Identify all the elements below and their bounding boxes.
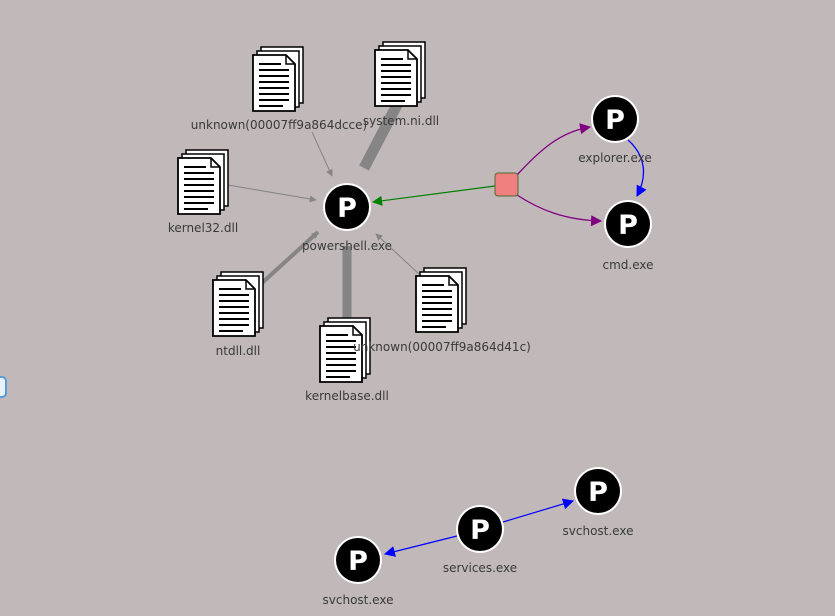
- process-node-svchost-left[interactable]: P svchost.exe: [323, 536, 394, 607]
- svg-text:P: P: [605, 105, 625, 136]
- module-label: unknown(00007ff9a864dcce): [191, 118, 367, 132]
- module-node-ntdll[interactable]: ntdll.dll: [212, 271, 264, 358]
- edge-event-to-cmd: [516, 194, 603, 227]
- process-node-powershell[interactable]: P powershell.exe: [302, 183, 392, 253]
- module-label: kernel32.dll: [168, 221, 238, 235]
- module-node-unknown-d41c[interactable]: unknown(00007ff9a864d41c): [353, 267, 531, 354]
- svg-text:P: P: [470, 515, 490, 546]
- event-square-icon: [494, 172, 519, 197]
- edge-explorer-to-cmd: [627, 139, 647, 197]
- edge-services-to-svchost-right: [502, 498, 575, 523]
- module-node-system-ni[interactable]: system.ni.dll: [363, 41, 439, 128]
- svg-text:P: P: [588, 477, 608, 508]
- module-node-kernel32[interactable]: kernel32.dll: [168, 149, 238, 235]
- edge-unknown-dcce-to-powershell: [311, 131, 333, 177]
- module-label: unknown(00007ff9a864d41c): [353, 340, 531, 354]
- edge-system-ni-to-powershell: [359, 100, 403, 171]
- process-label: cmd.exe: [602, 258, 653, 272]
- document-stack-icon: [415, 267, 467, 333]
- module-label: ntdll.dll: [216, 344, 261, 358]
- process-p-icon: P: [591, 95, 639, 143]
- process-label: services.exe: [443, 561, 517, 575]
- module-node-unknown-dcce[interactable]: unknown(00007ff9a864dcce): [191, 46, 367, 132]
- process-p-icon: P: [323, 183, 371, 231]
- edge-services-to-svchost-left: [383, 535, 458, 557]
- svg-text:P: P: [337, 193, 357, 224]
- process-node-services[interactable]: P services.exe: [443, 505, 517, 575]
- document-stack-icon: [177, 149, 229, 215]
- edge-kernel32-to-powershell: [227, 184, 317, 203]
- process-node-explorer[interactable]: P explorer.exe: [578, 95, 652, 165]
- edge-event-to-explorer: [516, 123, 592, 176]
- side-panel-handle[interactable]: [0, 376, 7, 398]
- process-label: powershell.exe: [302, 239, 392, 253]
- process-node-svchost-right[interactable]: P svchost.exe: [563, 467, 634, 538]
- svg-text:P: P: [618, 210, 638, 241]
- document-stack-icon: [212, 271, 264, 337]
- svg-text:P: P: [348, 546, 368, 577]
- edge-event-to-powershell: [372, 185, 496, 206]
- event-node[interactable]: [494, 172, 519, 197]
- module-label: kernelbase.dll: [305, 389, 389, 403]
- document-stack-icon: [252, 46, 304, 112]
- edges-layer: [227, 100, 647, 557]
- process-p-icon: P: [604, 200, 652, 248]
- process-label: svchost.exe: [323, 593, 394, 607]
- process-label: svchost.exe: [563, 524, 634, 538]
- document-stack-icon: [374, 41, 426, 107]
- edge-unknown-d41c-to-powershell: [375, 233, 421, 276]
- process-p-icon: P: [456, 505, 504, 553]
- module-node-kernelbase[interactable]: kernelbase.dll: [305, 317, 389, 403]
- process-p-icon: P: [574, 467, 622, 515]
- process-label: explorer.exe: [578, 151, 652, 165]
- process-p-icon: P: [334, 536, 382, 584]
- module-label: system.ni.dll: [363, 114, 439, 128]
- process-node-cmd[interactable]: P cmd.exe: [602, 200, 654, 272]
- edge-ntdll-to-powershell: [260, 230, 320, 285]
